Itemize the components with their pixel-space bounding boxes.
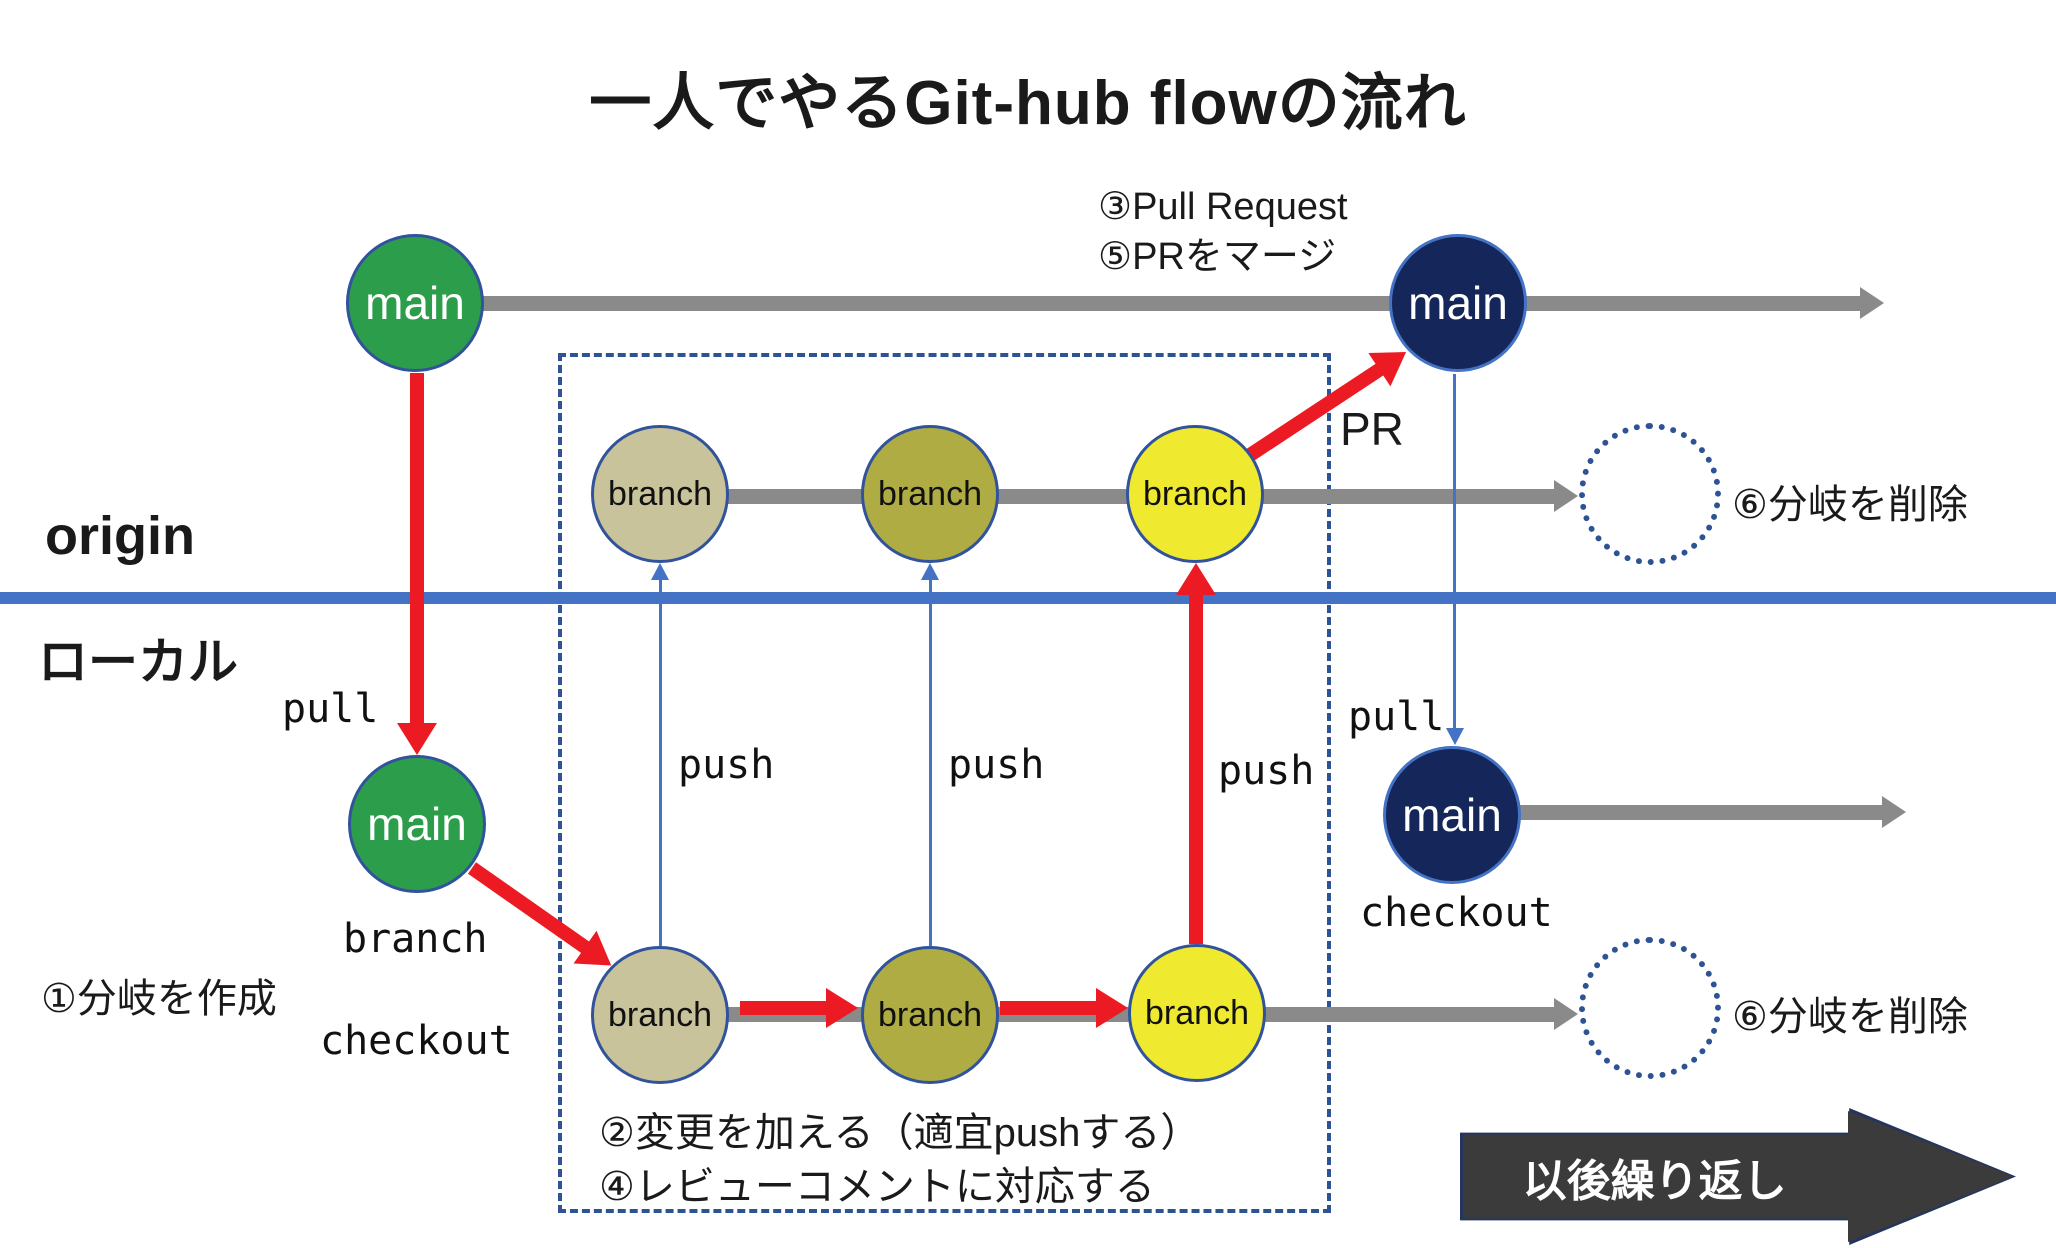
node-label: main [367,798,467,850]
node-origin-main-right: main [1389,234,1527,372]
node-label: main [365,277,465,329]
node-label: branch [1143,474,1247,513]
pull-label-left: pull [282,686,379,732]
repeat-banner: 以後繰り返し [1460,1108,2016,1245]
node-local-branch-3: branch [1128,944,1266,1082]
push-label-1: push [678,742,775,788]
node-label: main [1408,277,1508,329]
branch-command-label: branch [343,916,488,962]
node-local-main-green: main [348,755,486,893]
step2-make-changes: ②変更を加える（適宜pushする） [599,1111,1201,1155]
step5-pr-merge: ⑤PRをマージ [1098,236,1337,278]
node-origin-branch-1: branch [591,425,729,563]
node-local-branch-2: branch [861,946,999,1084]
pr-arrow-label: PR [1340,403,1404,455]
lane-label-origin: origin [45,506,195,566]
node-origin-main-left: main [346,234,484,372]
node-local-main-navy: main [1383,746,1521,884]
push-label-2: push [948,742,1045,788]
steps-2-4-note: ②変更を加える（適宜pushする） ④レビューコメントに対応する [599,1106,1200,1214]
pull-request-merge-note: ③Pull Request ⑤PRをマージ [1098,182,1348,282]
step6-delete-branch-local: ⑥分岐を削除 [1732,995,1968,1039]
step3-pull-request: ③Pull Request [1098,186,1348,228]
page-title: 一人でやるGit-hub flowの流れ [589,69,1467,138]
node-deleted-branch-local [1579,937,1721,1079]
repeat-banner-label: 以後繰り返し [1522,1156,1787,1206]
origin-local-divider [0,592,2056,604]
step6-delete-branch-origin: ⑥分岐を削除 [1732,483,1968,527]
node-origin-branch-2: branch [861,425,999,563]
node-origin-branch-3: branch [1126,425,1264,563]
step1-create-branch: ①分岐を作成 [41,977,277,1021]
node-label: main [1402,789,1502,841]
node-label: branch [608,474,712,513]
checkout-label-right: checkout [1360,890,1553,936]
node-label: branch [878,995,982,1034]
node-deleted-branch-origin [1579,423,1721,565]
node-label: branch [608,995,712,1034]
working-area-dashed-box [558,353,1331,1213]
checkout-label-left: checkout [320,1018,513,1064]
node-local-branch-1: branch [591,946,729,1084]
push-label-3: push [1218,748,1315,794]
pull-label-right: pull [1348,694,1445,740]
node-label: branch [1145,993,1249,1032]
lane-label-local: ローカル [38,634,238,690]
step4-review-comments: ④レビューコメントに対応する [599,1165,1155,1209]
node-label: branch [878,474,982,513]
